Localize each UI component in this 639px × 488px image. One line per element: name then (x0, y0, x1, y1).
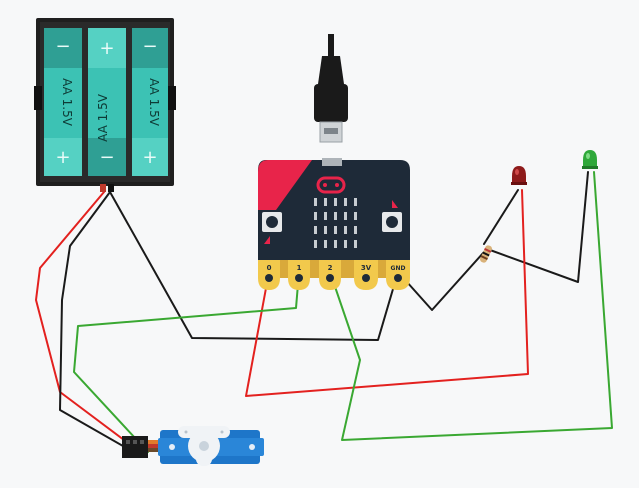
servo-connector[interactable] (122, 436, 148, 458)
wire-battery-black-to-gnd[interactable] (109, 191, 399, 341)
battery-cell-1-top-sign: − (55, 36, 70, 57)
wire-pin2-to-green-led[interactable] (329, 171, 613, 441)
usb-cable[interactable] (314, 34, 348, 143)
microbit-pin-2[interactable]: 2 (319, 260, 341, 290)
microbit-pin-1[interactable]: 1 (288, 260, 310, 290)
resistor[interactable] (479, 244, 493, 263)
wire-battery-black-to-servo[interactable] (59, 191, 131, 451)
battery-cell-2: + AA 1.5V − (88, 28, 126, 176)
wire-battery-red-to-servo[interactable] (35, 191, 133, 447)
battery-cell-2-top-sign: + (99, 38, 114, 59)
battery-cell-3-top-sign: − (142, 36, 157, 57)
battery-cell-3-label: AA 1.5V (147, 78, 161, 127)
microbit-led-matrix (314, 198, 357, 248)
battery-cell-2-label: AA 1.5V (96, 93, 110, 142)
microbit-button-a[interactable] (262, 212, 282, 244)
microbit-pin-gnd-label: GND (391, 265, 406, 272)
microbit-pin-0-label: 0 (267, 264, 272, 272)
battery-terminal-positive[interactable] (100, 184, 106, 192)
microbit-pin-0[interactable]: 0 (258, 260, 280, 290)
battery-cell-1-bottom-sign: + (55, 147, 70, 168)
wire-pin0-to-red-led[interactable] (245, 189, 529, 397)
battery-cell-1: − AA 1.5V + (44, 28, 82, 176)
microbit-pin-3v[interactable]: 3V (354, 260, 378, 290)
wire-rail-to-green-led[interactable] (489, 171, 589, 283)
servo-motor[interactable] (122, 426, 264, 466)
battery-cell-3-bottom-sign: + (142, 147, 157, 168)
microbit-button-b[interactable] (382, 200, 402, 232)
battery-cell-3: − AA 1.5V + (132, 28, 168, 176)
wire-pin1-to-servo[interactable] (73, 271, 300, 453)
microbit-pin-1-label: 1 (297, 264, 302, 272)
microbit-pin-3v-label: 3V (361, 264, 372, 272)
wire-resistor-to-red-led[interactable] (483, 189, 519, 245)
microbit-pin-2-label: 2 (328, 264, 333, 272)
wire-gnd-to-resistor[interactable] (397, 251, 485, 311)
microbit-board[interactable]: 0 1 2 3V GND (258, 158, 410, 290)
battery-pack[interactable]: − AA 1.5V + + AA 1.5V − − AA 1.5V + (34, 18, 176, 192)
microbit-logo[interactable] (316, 176, 346, 194)
servo-horn[interactable] (178, 426, 230, 466)
battery-cell-1-label: AA 1.5V (60, 78, 74, 127)
led-green[interactable] (582, 150, 598, 169)
battery-terminal-negative[interactable] (108, 184, 114, 192)
battery-cell-2-bottom-sign: − (99, 147, 114, 168)
microbit-pin-gnd[interactable]: GND (386, 260, 410, 290)
wires (35, 171, 613, 453)
led-red[interactable] (511, 166, 527, 185)
